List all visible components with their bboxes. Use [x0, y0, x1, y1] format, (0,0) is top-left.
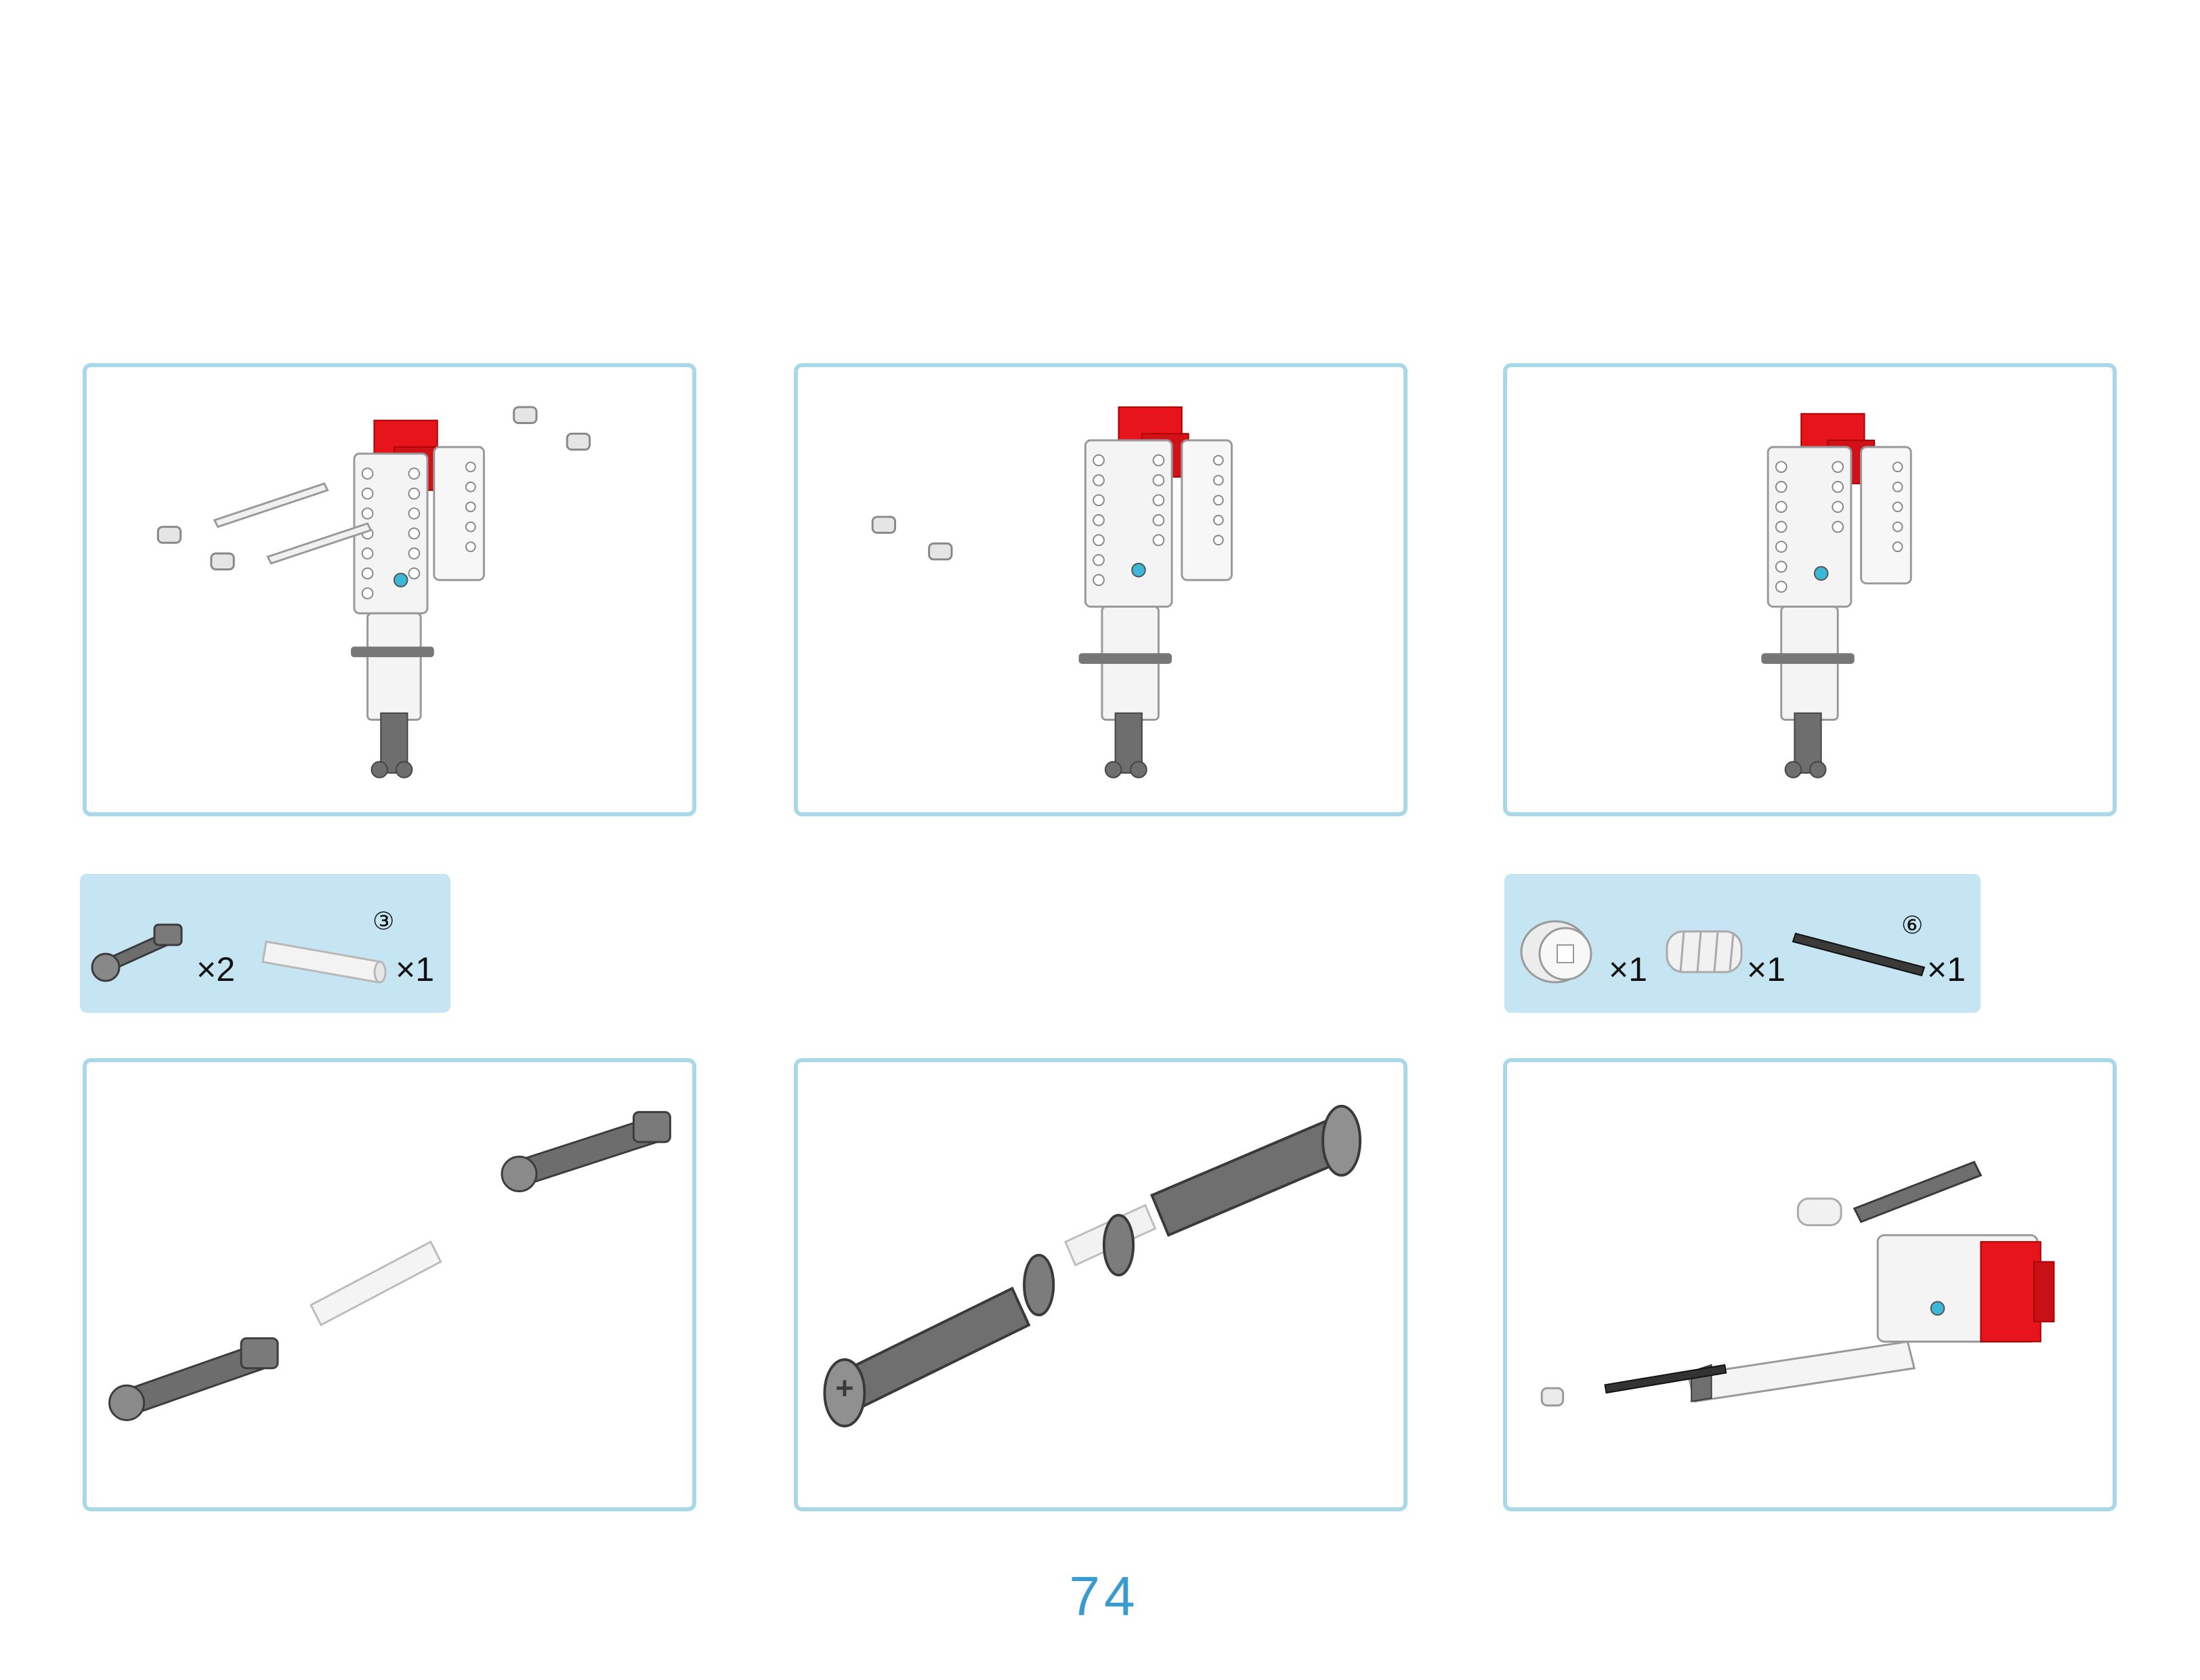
worm-gear-part [1796, 1197, 1842, 1227]
quantity-label: ×2 [196, 950, 236, 988]
step-panel-5 [794, 1058, 1408, 1511]
loose-pins [156, 406, 591, 571]
step-panel-1 [83, 363, 696, 816]
assembly-illustration-6 [1540, 1160, 2055, 1407]
step-panel-4 [83, 1058, 696, 1511]
step-panel-2 [794, 363, 1408, 816]
step-panel-6 [1503, 1058, 2117, 1511]
axle-length-callout: ⑥ [1901, 912, 1924, 940]
black-axle-part [1604, 1364, 1727, 1394]
bush-icon [1520, 920, 1592, 984]
assembly-illustration-5 [823, 1104, 1361, 1428]
quantity-label: ×1 [1927, 950, 1966, 988]
drive-shaft-assembly [823, 1104, 1361, 1428]
page-number: 74 [1069, 1566, 1139, 1627]
quantity-label: ×1 [396, 950, 435, 988]
frame-assembly [351, 419, 485, 778]
quantity-label: ×1 [1747, 950, 1786, 988]
bush-part [1540, 1387, 1565, 1407]
loose-pins [871, 516, 953, 561]
assembly-illustration-3 [1761, 413, 1912, 778]
axle-icon [261, 940, 387, 984]
axle-length-callout: ③ [373, 908, 395, 936]
quantity-label: ×1 [1609, 950, 1648, 988]
lying-frame-assembly [1687, 1234, 2055, 1403]
universal-joint-part [501, 1111, 671, 1192]
parts-list-left: ×2 ③ ×1 [80, 874, 450, 1013]
parts-list-right: ×1 ×1 ⑥ ×1 [1504, 874, 1981, 1013]
universal-joint-part [108, 1337, 279, 1421]
frame-assembly [1078, 406, 1233, 778]
black-axle-icon [1792, 932, 1926, 977]
frame-assembly [1761, 413, 1912, 778]
universal-joint-icon [91, 923, 183, 982]
axle-part [310, 1240, 442, 1326]
worm-gear-icon [1666, 930, 1743, 973]
assembly-illustration-4 [108, 1111, 671, 1421]
drive-shaft-part [1853, 1160, 1983, 1223]
step-panel-3 [1503, 363, 2117, 816]
loose-axles [213, 482, 373, 565]
assembly-illustration-2 [871, 406, 1233, 778]
assembly-illustration-1 [156, 406, 591, 778]
